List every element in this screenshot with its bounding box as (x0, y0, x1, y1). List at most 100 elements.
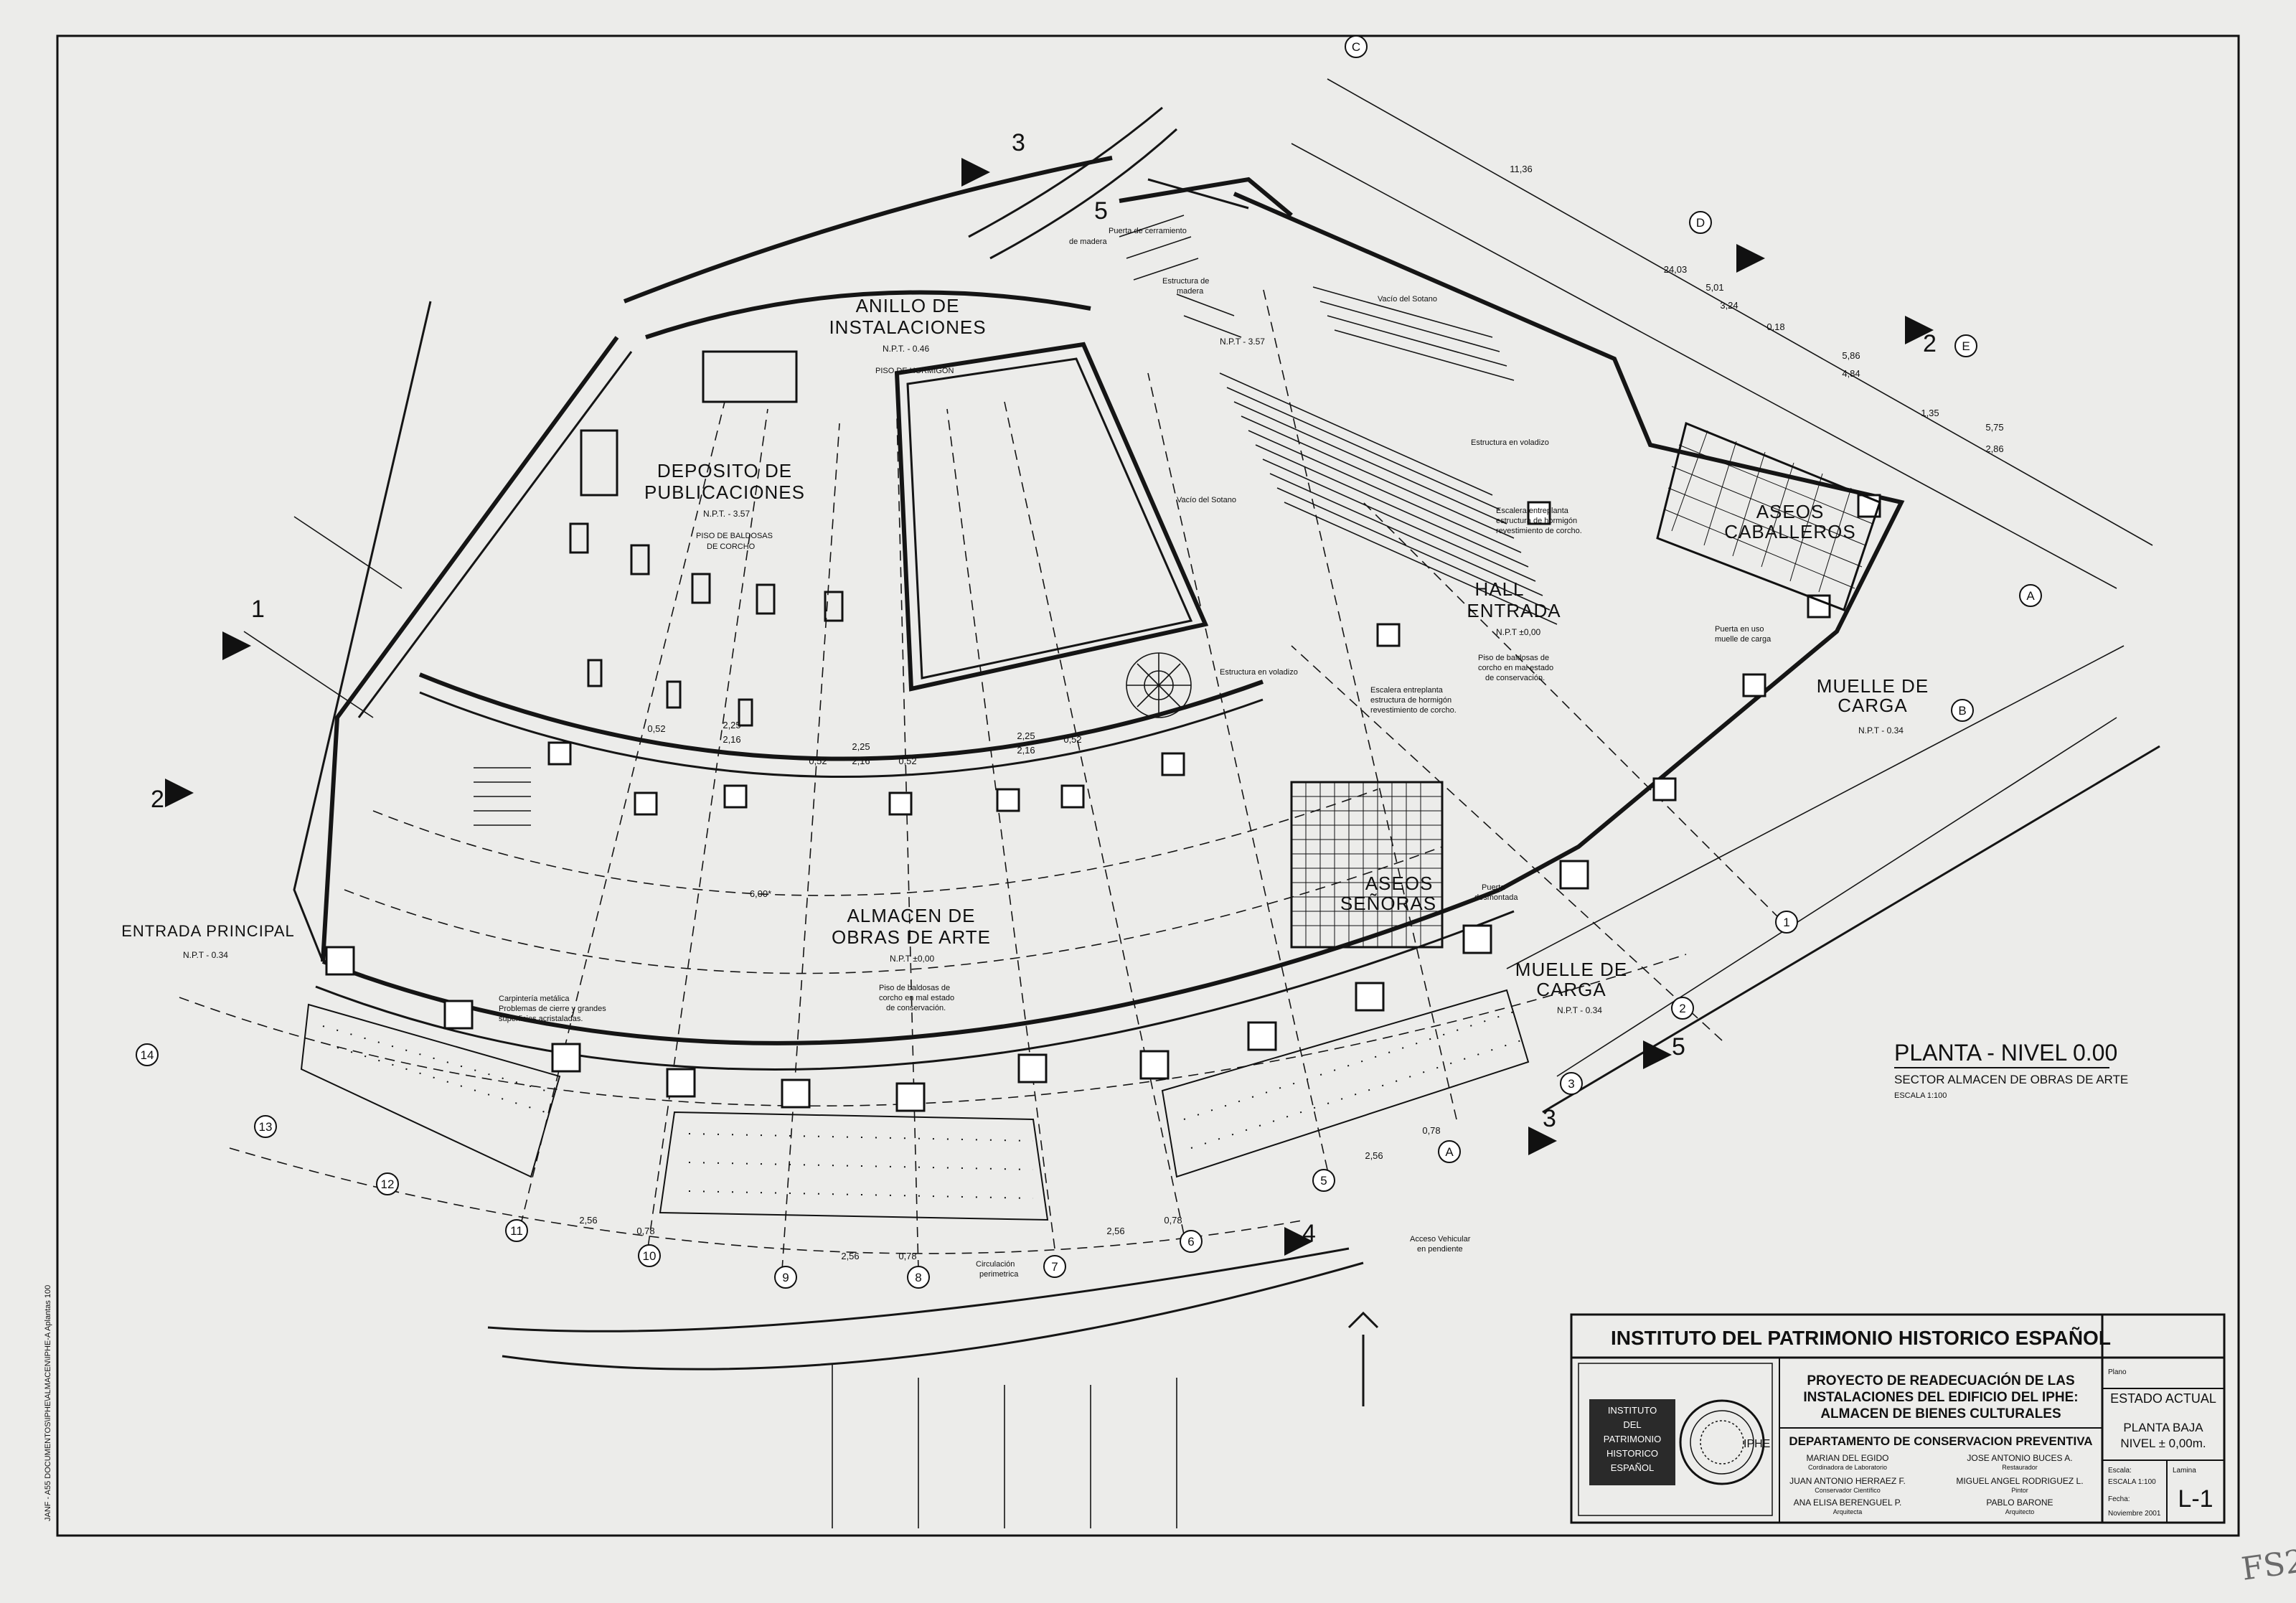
dim-top-7: 1,35 (1921, 408, 1939, 418)
dim-bay-1b: 2,16 (723, 734, 740, 745)
estructura-note-1b: madera (1177, 287, 1204, 296)
person-3-role: Conservador Científico (1815, 1487, 1881, 1494)
puerta-desmontada-a: Puerta (1482, 883, 1505, 892)
department: DEPARTAMENTO DE CONSERVACION PREVENTIVA (1789, 1434, 2092, 1448)
lamina-value: L-1 (2178, 1485, 2213, 1513)
logo-line-2: DEL (1623, 1419, 1641, 1430)
section-cuts (165, 158, 1934, 1256)
estructura-note-3: Estructura en voladizo (1220, 668, 1298, 677)
anillo-label-2: INSTALACIONES (829, 316, 986, 338)
axis-9: 9 (782, 1271, 789, 1284)
plano-value: ESTADO ACTUAL (2110, 1391, 2216, 1406)
dim-bay-2: 2,25 (852, 741, 870, 752)
aseos-senoras-tiles (1290, 781, 1444, 949)
plano-desc-1: PLANTA BAJA (2123, 1421, 2203, 1434)
axis-markers (136, 35, 2042, 1289)
puerta-uso-a: Puerta en uso (1715, 625, 1764, 634)
fecha-label: Fecha: (2108, 1495, 2130, 1503)
anillo-npt: N.P.T. - 0.46 (883, 344, 929, 354)
cut-label-2-right: 2 (1923, 330, 1937, 357)
left-wall (321, 336, 619, 962)
axis-1: 1 (1783, 916, 1789, 929)
dim-bay-3b: 2,16 (1017, 745, 1035, 756)
axis-12: 12 (381, 1177, 395, 1191)
vacio-note-1: Vacío del Sotano (1378, 295, 1437, 304)
logo-line-4: HISTORICO (1606, 1448, 1658, 1459)
vehicle-access (487, 1247, 1379, 1528)
cut-label-5: 5 (1672, 1033, 1685, 1061)
cut-label-4-bottom: 4 (1302, 1220, 1316, 1247)
cut-arrow-2-right (1905, 316, 1934, 344)
axis-e: E (1962, 339, 1970, 353)
cut-label-1: 1 (251, 596, 265, 623)
axis-7: 7 (1051, 1260, 1058, 1274)
aseos-cab-label-1: ASEOS (1756, 501, 1825, 522)
cut-arrow-3-bottom (1528, 1127, 1557, 1155)
dim-outer-1b: 0,78 (636, 1226, 654, 1236)
cut-label-3-top: 3 (1012, 129, 1025, 156)
puerta-desmontada-b: desmontada (1474, 893, 1518, 902)
dim-bay-3: 2,25 (1017, 730, 1035, 741)
cut-label-2-left: 2 (151, 786, 164, 813)
escala-value: ESCALA 1:100 (2108, 1478, 2156, 1486)
dim-top-2: 5,01 (1705, 282, 1723, 293)
building-walls (179, 78, 2160, 1254)
anillo-floor: PISO DE HORMIGON (875, 367, 954, 375)
axis-c: C (1352, 40, 1360, 54)
muelle-1-label-2: CARGA (1838, 695, 1907, 716)
muelle-2-label-2: CARGA (1536, 979, 1606, 1000)
logo-line-5: ESPAÑOL (1611, 1462, 1654, 1473)
dim-outer-1: 2,56 (579, 1215, 597, 1226)
axis-2: 2 (1679, 1002, 1685, 1015)
escalera-note-1c: revestimiento de corcho. (1496, 527, 1582, 535)
person-6-role: Arquitecto (2005, 1508, 2035, 1515)
cut-arrow-1 (222, 631, 251, 660)
dim-outer-2: 2,56 (841, 1251, 859, 1261)
dim-600: 6,00* (750, 888, 771, 899)
escalera-note-2b: estructura de hormigón (1370, 696, 1452, 705)
plan-title: PLANTA - NIVEL 0.00 (1894, 1040, 2117, 1066)
deposito-floor-1: PISO DE BALDOSAS (696, 532, 773, 540)
escala-label: Escala: (2108, 1467, 2132, 1475)
axis-d: D (1696, 216, 1705, 230)
person-4-role: Pintor (2011, 1487, 2028, 1494)
hall-floor-3: de conservación. (1485, 674, 1545, 682)
almacen-npt: N.P.T ±0,00 (890, 954, 935, 964)
axis-8: 8 (915, 1271, 921, 1284)
plano-desc-2: NIVEL ± 0,00m. (2120, 1437, 2206, 1450)
anillo-outer-wall (623, 156, 1113, 304)
almacen-floor-1: Piso de baldosas de (879, 984, 950, 992)
almacen-label-2: OBRAS DE ARTE (832, 926, 991, 948)
aseos-cab-label-2: CABALLEROS (1724, 521, 1855, 542)
axis-6: 6 (1187, 1235, 1194, 1249)
person-3-name: JUAN ANTONIO HERRAEZ F. (1789, 1476, 1906, 1486)
axis-3: 3 (1568, 1077, 1574, 1091)
radial-gridlines (516, 286, 1780, 1271)
acceso-note-a: Acceso Vehicular (1410, 1235, 1471, 1244)
inner-arc-wall (418, 672, 1264, 761)
sheet-frame (56, 34, 2240, 1537)
dim-outer-4b: 0,78 (1422, 1125, 1440, 1136)
person-1-name: MARIAN DEL EGIDO (1807, 1453, 1889, 1463)
escalera-note-1a: Escalera entreplanta (1496, 507, 1569, 515)
exterior-paving (300, 989, 1530, 1221)
shelving-units (569, 350, 844, 727)
axis-a: A (1445, 1145, 1454, 1159)
hall-floor-1: Piso de baldosas de (1478, 654, 1549, 662)
axis-a-right: A (2026, 589, 2035, 603)
dim-outer-4: 2,56 (1365, 1150, 1383, 1161)
institute-name: INSTITUTO DEL PATRIMONIO HISTORICO ESPAÑ… (1611, 1327, 2111, 1349)
plan-scale: ESCALA 1:100 (1894, 1091, 1947, 1100)
estructura-note-2: Estructura en voladizo (1471, 438, 1549, 447)
person-2-name: JOSE ANTONIO BUCES A. (1967, 1453, 2072, 1463)
axis-b: B (1958, 704, 1966, 718)
cerramiento-note-b: de madera (1069, 238, 1107, 246)
cut-arrow-2-left (165, 779, 194, 807)
outer-arc-wall (321, 888, 1501, 1045)
hall-label-2: ENTRADA (1467, 600, 1561, 621)
cut-arrow-3 (961, 158, 990, 187)
aseos-sen-label-2: SEÑORAS (1340, 893, 1436, 914)
plano-label: Plano (2108, 1368, 2127, 1376)
cut-arrow-5 (1643, 1040, 1672, 1069)
